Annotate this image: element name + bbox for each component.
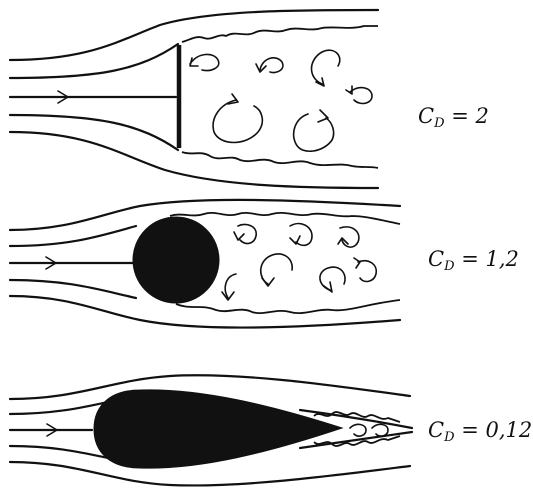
eddy-arrow-icon <box>354 258 360 268</box>
eddy <box>213 100 262 143</box>
eddy <box>350 424 366 436</box>
eddy-arrow-icon <box>290 236 300 244</box>
sphere <box>133 217 219 303</box>
streamlined-body-panel <box>10 375 412 485</box>
eddy-arrow-icon <box>234 232 244 240</box>
eddy <box>372 424 388 436</box>
eddy-arrow-icon <box>318 110 328 122</box>
eddy-arrow-icon <box>222 292 234 300</box>
wake-boundary <box>170 213 400 224</box>
eddy <box>190 54 219 70</box>
drag-coefficient-label-sphere: CD = 1,2 <box>428 247 519 274</box>
drag-coefficient-label-streamlined-body: CD = 0,12 <box>428 418 532 445</box>
wake-boundary <box>182 26 378 42</box>
eddy-arrow-icon <box>262 278 274 286</box>
streamline <box>10 200 400 230</box>
eddy <box>312 50 340 84</box>
sphere-panel <box>10 200 400 328</box>
eddy <box>225 274 236 298</box>
eddy <box>350 88 372 104</box>
streamlined-body <box>94 390 342 468</box>
eddy-arrow-icon <box>346 86 352 94</box>
wake-boundary <box>182 152 378 168</box>
wake-boundary <box>176 300 400 313</box>
eddy <box>340 227 359 247</box>
eddy <box>261 254 292 284</box>
streamline <box>10 132 378 188</box>
eddy <box>294 114 334 151</box>
eddy-arrow-icon <box>316 78 324 86</box>
flat-plate-panel <box>10 10 378 188</box>
eddy <box>238 224 256 243</box>
eddy <box>358 261 376 282</box>
streamline <box>10 280 136 298</box>
eddy-arrow-icon <box>324 282 332 292</box>
drag-coefficient-label-flat-plate: CD = 2 <box>418 104 489 131</box>
eddy <box>260 58 283 73</box>
streamline <box>10 462 410 485</box>
streamline <box>10 296 400 328</box>
